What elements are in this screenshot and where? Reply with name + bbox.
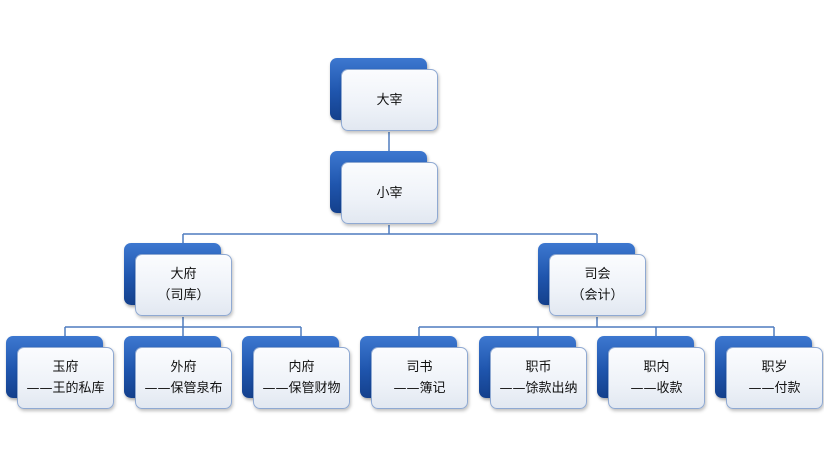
node-title: 司书 <box>406 360 433 375</box>
node-front-card: 玉府 ——王的私库 <box>17 347 114 409</box>
node-front-card: 大府 （司库） <box>135 254 232 316</box>
node-subtitle: ——付款 <box>748 381 801 396</box>
node-title: 职岁 <box>761 360 788 375</box>
node-subtitle: （会计） <box>571 288 624 303</box>
node-front-card: 外府 ——保管泉布 <box>135 347 232 409</box>
node-front-card: 职币 ——馀款出纳 <box>490 347 587 409</box>
node-subtitle: ——簿记 <box>393 381 446 396</box>
node-dazai: 大宰 <box>330 58 438 131</box>
node-front-card: 内府 ——保管财物 <box>253 347 350 409</box>
node-waifu: 外府 ——保管泉布 <box>124 336 232 409</box>
node-title: 职币 <box>525 360 552 375</box>
node-subtitle: （司库） <box>157 288 210 303</box>
node-front-card: 职内 ——收款 <box>608 347 705 409</box>
node-title: 司会 <box>584 267 611 282</box>
node-neifu: 内府 ——保管财物 <box>242 336 350 409</box>
node-title: 大府 <box>170 267 197 282</box>
node-front-card: 职岁 ——付款 <box>726 347 823 409</box>
node-sishu: 司书 ——簿记 <box>360 336 468 409</box>
node-subtitle: ——保管泉布 <box>144 381 223 396</box>
node-sihui: 司会 （会计） <box>538 243 646 316</box>
node-title: 职内 <box>643 360 670 375</box>
node-title: 小宰 <box>376 185 403 201</box>
node-subtitle: ——保管财物 <box>262 381 341 396</box>
node-zhinei: 职内 ——收款 <box>597 336 705 409</box>
node-yufu: 玉府 ——王的私库 <box>6 336 114 409</box>
node-title: 内府 <box>288 360 315 375</box>
node-front-card: 司会 （会计） <box>549 254 646 316</box>
node-zhisui: 职岁 ——付款 <box>715 336 823 409</box>
node-xiaozai: 小宰 <box>330 151 438 224</box>
node-title: 外府 <box>170 360 197 375</box>
node-front-card: 小宰 <box>341 162 438 224</box>
node-front-card: 大宰 <box>341 69 438 131</box>
node-subtitle: ——收款 <box>630 381 683 396</box>
node-subtitle: ——王的私库 <box>26 381 105 396</box>
node-front-card: 司书 ——簿记 <box>371 347 468 409</box>
node-dafu: 大府 （司库） <box>124 243 232 316</box>
node-subtitle: ——馀款出纳 <box>499 381 578 396</box>
node-zhibi: 职币 ——馀款出纳 <box>479 336 587 409</box>
node-title: 大宰 <box>376 92 403 108</box>
node-title: 玉府 <box>52 360 79 375</box>
